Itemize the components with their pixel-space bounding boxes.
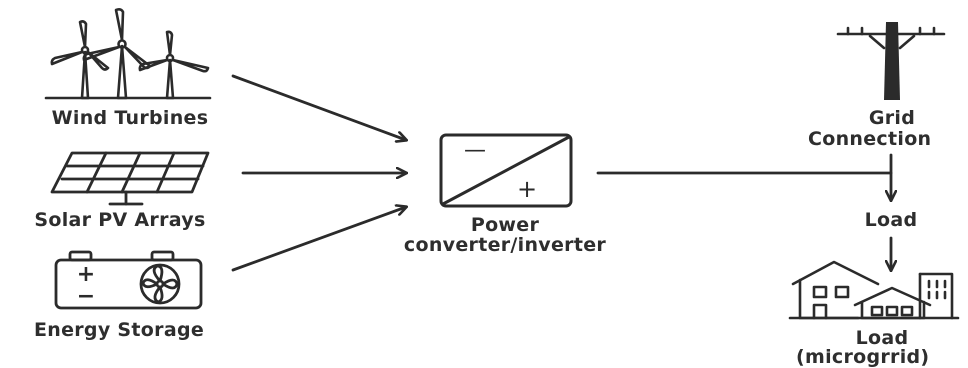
wind-turbine-icon [44, 8, 212, 100]
utility-pole-post [884, 22, 900, 100]
arrow-storage-to-converter [231, 207, 406, 272]
inverter-icon [439, 133, 573, 208]
houses-buildings-icon [788, 260, 960, 320]
battery-icon [54, 250, 203, 310]
solar-panel-icon [50, 151, 210, 206]
microgrid-load-label-line1: Load [855, 327, 909, 349]
wind-turbines-label: Wind Turbines [51, 107, 209, 129]
converter-label-line2: converter/inverter [403, 234, 607, 256]
microgrid-load-label-line2: (microgrrid) [796, 346, 930, 368]
inverter-plus-sign: + [517, 175, 537, 203]
arrow-wind-to-converter [231, 74, 406, 140]
grid-connection-label-line1: Grid [868, 107, 916, 129]
energy-storage-label: Energy Storage [33, 319, 205, 341]
battery-plus-sign: + [77, 262, 95, 287]
solar-pv-arrays-label: Solar PV Arrays [34, 209, 206, 231]
inverter-minus-sign: — [464, 138, 486, 163]
load-label: Load [864, 209, 918, 231]
battery-minus-sign: − [77, 284, 95, 309]
grid-connection-label-line2: Connection [808, 128, 932, 150]
converter-label-line1: Power [470, 214, 540, 236]
